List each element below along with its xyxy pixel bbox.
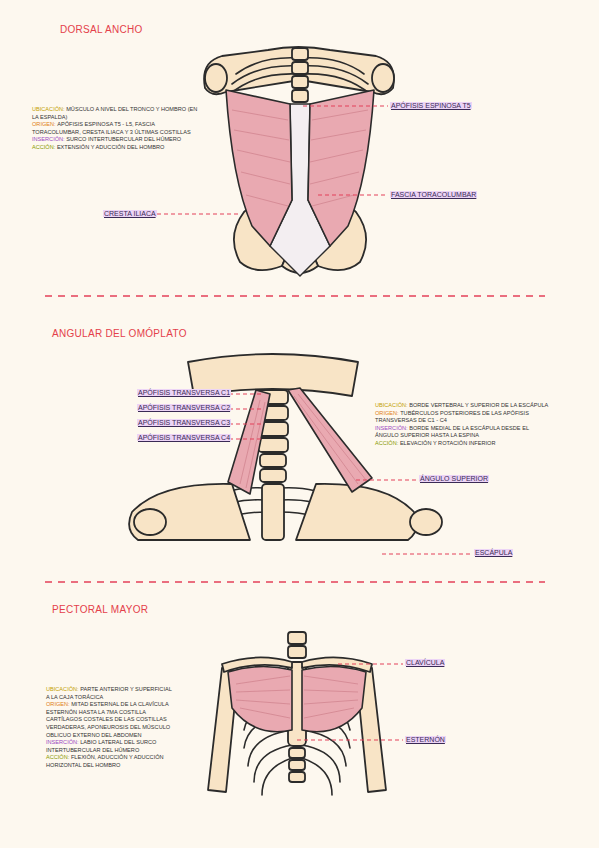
description-block: UBICACIÓN: MÚSCULO A NIVEL DEL TRONCO Y … <box>32 106 202 152</box>
scapula <box>296 484 417 540</box>
description-line: UBICACIÓN: MÚSCULO A NIVEL DEL TRONCO Y … <box>32 106 202 121</box>
vertebra <box>288 632 306 644</box>
description-line: ORIGEN: TUBÉRCULOS POSTERIORES DE LAS AP… <box>375 410 550 425</box>
description-line: INSERCIÓN: BORDE MEDIAL DE LA ESCÁPULA D… <box>375 425 550 440</box>
levator-scapulae <box>288 388 372 492</box>
field-key: ACCIÓN: <box>375 440 398 446</box>
vertebra <box>260 454 286 467</box>
leader-line <box>303 105 388 106</box>
humerus-head <box>134 509 166 535</box>
levator-scapulae-muscle <box>228 388 372 494</box>
field-key: ORIGEN: <box>375 410 399 416</box>
scapula <box>129 484 250 540</box>
leader-line <box>157 213 238 214</box>
section-separator <box>45 295 545 296</box>
field-key: ACCIÓN: <box>32 144 55 150</box>
humerus-head <box>205 64 227 92</box>
description-line: INSERCIÓN: SURCO INTERTUBERCULAR DEL HÚM… <box>32 136 202 144</box>
description-line: ORIGEN: MITAD ESTERNAL DE LA CLAVÍCULA E… <box>46 701 174 739</box>
vertebra <box>292 76 308 88</box>
latissimus-dorsi <box>308 90 374 246</box>
shoulder-girdle <box>204 47 394 94</box>
section-heading: PECTORAL MAYOR <box>52 604 148 615</box>
description-line: ACCIÓN: ELEVACIÓN Y ROTACIÓN INFERIOR <box>375 440 550 448</box>
pectoralis-major <box>228 666 292 731</box>
vertebra <box>288 646 306 658</box>
description-line: ACCIÓN: FLEXIÓN, ADUCCIÓN Y ADUCCIÓN HOR… <box>46 754 174 769</box>
leader-line <box>338 663 403 664</box>
description-block: UBICACIÓN: BORDE VERTEBRAL Y SUPERIOR DE… <box>375 402 550 448</box>
neck-skeleton <box>129 354 442 540</box>
callout-label: ÁNGULO SUPERIOR <box>419 475 489 482</box>
muscle-fibers <box>232 110 290 206</box>
leader-line <box>356 479 417 480</box>
humerus-head <box>410 509 442 535</box>
thorax-skeleton <box>208 632 386 795</box>
callout-label: CLAVÍCULA <box>405 659 445 666</box>
description-block: UBICACIÓN: PARTE ANTERIOR Y SUPERFICIAL … <box>46 686 174 770</box>
callout-label: ESCÁPULA <box>474 549 513 556</box>
latissimus-muscle <box>226 90 374 276</box>
vertebra <box>289 772 305 782</box>
section-heading: ANGULAR DEL OMÓPLATO <box>52 328 187 339</box>
latissimus-dorsi <box>226 90 292 246</box>
muscle-fibers <box>310 110 368 206</box>
leader-line <box>297 739 403 740</box>
rib <box>302 74 370 94</box>
callout-label: APÓFISIS TRANSVERSA C1 <box>137 389 231 396</box>
callout-label: APÓFISIS TRANSVERSA C4 <box>137 434 231 441</box>
rib <box>302 66 368 84</box>
field-key: ACCIÓN: <box>46 754 69 760</box>
field-value: SURCO INTERTUBERCULAR DEL HÚMERO <box>66 136 181 142</box>
field-key: UBICACIÓN: <box>46 686 79 692</box>
vertebra <box>289 748 305 758</box>
section-heading: DORSAL ANCHO <box>60 24 143 35</box>
leader-line <box>382 553 472 554</box>
field-value: EXTENSIÓN Y ADUCCIÓN DEL HOMBRO <box>57 144 164 150</box>
muscle-fibers <box>240 400 265 488</box>
field-key: UBICACIÓN: <box>375 402 408 408</box>
callout-label: CRESTA ILIACA <box>103 210 157 217</box>
vertebra <box>292 48 308 60</box>
callout-label: APÓFISIS TRANSVERSA C3 <box>137 419 231 426</box>
leader-line <box>318 194 388 195</box>
pectoralis-major <box>302 666 366 731</box>
thoracic-spine <box>262 484 284 540</box>
section-separator <box>45 581 545 582</box>
vertebra <box>260 469 286 482</box>
humerus-head <box>372 64 394 92</box>
field-key: UBICACIÓN: <box>32 106 65 112</box>
field-value: TUBÉRCULOS POSTERIORES DE LAS APÓFISIS T… <box>375 410 529 424</box>
vertebra <box>292 62 308 74</box>
field-key: INSERCIÓN: <box>375 425 408 431</box>
leader-line <box>222 394 262 439</box>
levator-scapulae <box>228 390 270 494</box>
muscle-fibers <box>294 394 366 484</box>
field-key: INSERCIÓN: <box>32 136 65 142</box>
muscle-fibers <box>304 676 358 718</box>
description-line: UBICACIÓN: BORDE VERTEBRAL Y SUPERIOR DE… <box>375 402 550 410</box>
description-line: ORIGEN: APÓFISIS ESPINOSA T5 - L5, FASCI… <box>32 121 202 136</box>
field-value: APÓFISIS ESPINOSA T5 - L5, FASCIA TORACO… <box>32 121 191 135</box>
vertebra <box>289 760 305 770</box>
field-value: ELEVACIÓN Y ROTACIÓN INFERIOR <box>400 440 496 446</box>
vertebra <box>292 90 308 102</box>
callout-label: FASCIA TORACOLUMBAR <box>390 191 477 198</box>
vertebra <box>258 438 288 452</box>
muscle-fibers <box>236 676 290 718</box>
callout-label: APÓFISIS TRANSVERSA C2 <box>137 404 231 411</box>
rib <box>232 66 298 84</box>
description-line: UBICACIÓN: PARTE ANTERIOR Y SUPERFICIAL … <box>46 686 174 701</box>
description-line: INSERCIÓN: LABIO LATERAL DEL SURCO INTER… <box>46 739 174 754</box>
callout-label: ESTERNÓN <box>405 736 446 743</box>
callout-label: APÓFISIS ESPINOSA T5 <box>390 102 472 109</box>
field-key: ORIGEN: <box>32 121 56 127</box>
rib <box>230 74 298 94</box>
description-line: ACCIÓN: EXTENSIÓN Y ADUCCIÓN DEL HOMBRO <box>32 144 202 152</box>
field-key: INSERCIÓN: <box>46 739 79 745</box>
field-key: ORIGEN: <box>46 701 70 707</box>
field-value: BORDE VERTEBRAL Y SUPERIOR DE LA ESCÁPUL… <box>409 402 548 408</box>
pectoralis-muscle <box>228 666 366 731</box>
